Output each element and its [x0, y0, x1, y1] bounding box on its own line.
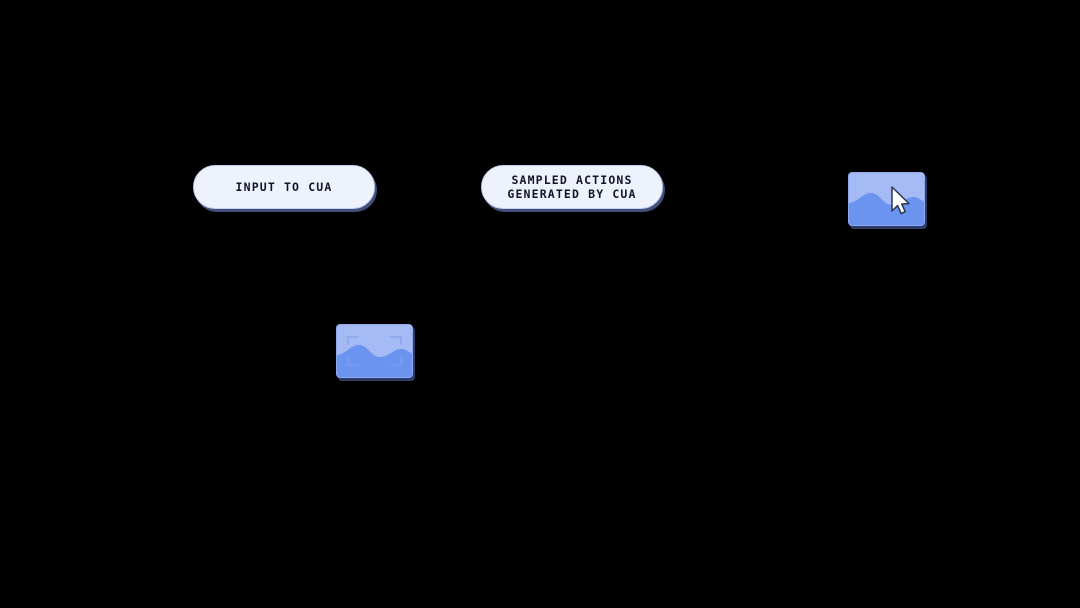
screenshot-image-cursor-icon-graphic: [848, 172, 925, 226]
mouse-cursor-icon: [891, 186, 910, 215]
screenshot-image-icon[interactable]: [336, 324, 413, 378]
node-input-to-cua[interactable]: INPUT TO CUA: [193, 165, 375, 209]
node-sampled-actions[interactable]: SAMPLED ACTIONS GENERATED BY CUA: [481, 165, 663, 209]
node-sampled-actions-label: SAMPLED ACTIONS GENERATED BY CUA: [507, 173, 637, 201]
node-input-to-cua-label: INPUT TO CUA: [235, 180, 333, 194]
screenshot-image-cursor-icon[interactable]: [848, 172, 925, 226]
screenshot-image-icon-graphic: [336, 324, 413, 378]
